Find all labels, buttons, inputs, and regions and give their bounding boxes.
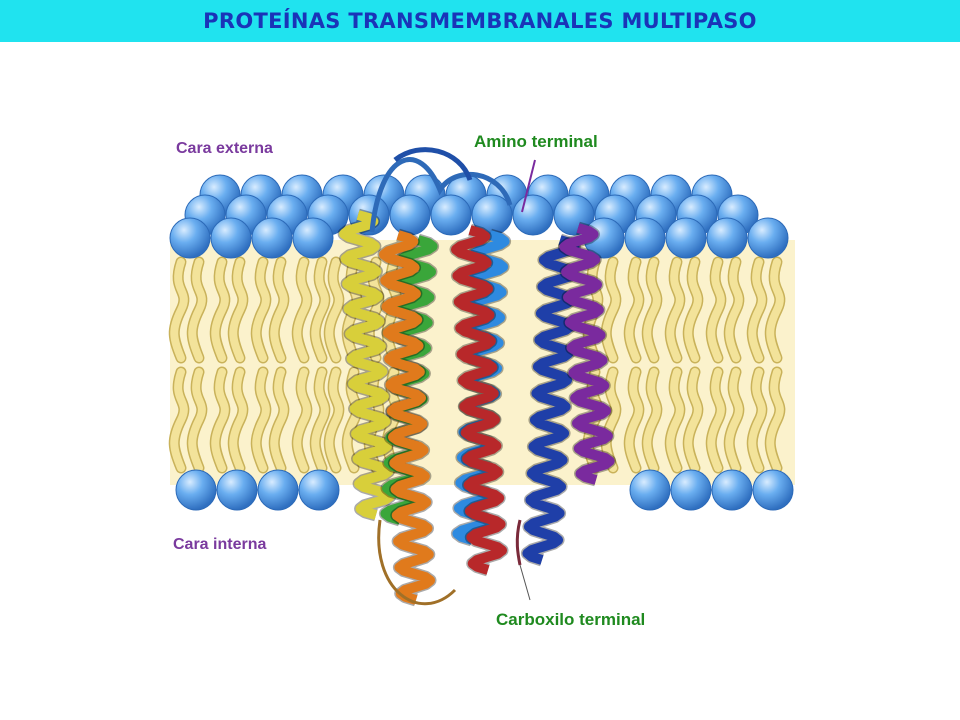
lipid-tail [252,368,270,472]
lipid-tail [343,368,361,472]
lipid-tail [170,258,188,362]
lipid-head [629,469,671,511]
lipid-head [670,469,712,511]
lipid-tail [602,258,620,362]
inner-face-label: Cara interna [173,536,267,553]
lipid-head [298,469,340,511]
alpha-helix [559,223,615,485]
lipid-head [711,469,753,511]
lipid-tail [325,368,343,472]
lipid-head [430,194,472,236]
lipid-tail [311,368,329,472]
lipid-tail [211,258,229,362]
lipid-tail [211,368,229,472]
lipid-tail [625,258,643,362]
lipid-head [292,217,334,259]
lipid-head [210,217,252,259]
transmembrane-protein [337,147,617,607]
extracellular-loop [393,147,473,181]
lipid-tail [293,368,311,472]
lipid-tail [270,258,288,362]
lipid-tail [766,368,784,472]
lipid-head [175,469,217,511]
lipid-head [251,217,293,259]
lipid-head [747,217,789,259]
lipid-tail [170,368,188,472]
lipid-tail [229,368,247,472]
lipid-tail [666,368,684,472]
lipid-tail [252,258,270,362]
title-bar: PROTEÍNAS TRANSMEMBRANALES MULTIPASO [0,0,960,42]
lipid-tail [707,258,725,362]
alpha-helix [451,225,507,575]
lipid-tail [725,368,743,472]
alpha-helix [339,210,395,520]
lipid-tail [229,258,247,362]
lipid-head [752,469,794,511]
alpha-helix [379,230,435,605]
lipid-tail [725,258,743,362]
lipid-tail [766,258,784,362]
carboxyl-terminal-label: Carboxilo terminal [496,610,646,629]
lipid-tail [293,258,311,362]
page-title: PROTEÍNAS TRANSMEMBRANALES MULTIPASO [203,9,757,33]
carboxyl-tail [515,519,522,566]
lipid-head [216,469,258,511]
lipid-tail [748,368,766,472]
lipid-tail [325,258,343,362]
amino-terminal-label: Amino terminal [474,132,598,151]
lipid-tail [188,368,206,472]
lipid-tail [602,368,620,472]
carboxyl-pointer-line [519,564,531,601]
lipid-head [512,194,554,236]
lipid-tail [311,258,329,362]
lipid-head [706,217,748,259]
lipid-tail [666,258,684,362]
alpha-helix [522,235,580,565]
lipid-head [257,469,299,511]
lipid-tail [707,368,725,472]
lipid-tail [684,368,702,472]
amino-pointer-line [521,159,536,213]
extracellular-loop [369,157,513,233]
lipid-tail [270,368,288,472]
lipid-head [169,217,211,259]
lipid-tail [188,258,206,362]
lipid-tail [748,258,766,362]
lipid-heads-outer-front [169,217,789,259]
outer-face-label: Cara externa [176,140,273,157]
lipid-tail [643,258,661,362]
lipid-tail [684,258,702,362]
lipid-head [665,217,707,259]
lipid-head [624,217,666,259]
intracellular-loop [377,519,457,606]
lipid-heads-inner [175,469,794,511]
lipid-tail [643,368,661,472]
lipid-head [389,194,431,236]
lipid-tail [625,368,643,472]
